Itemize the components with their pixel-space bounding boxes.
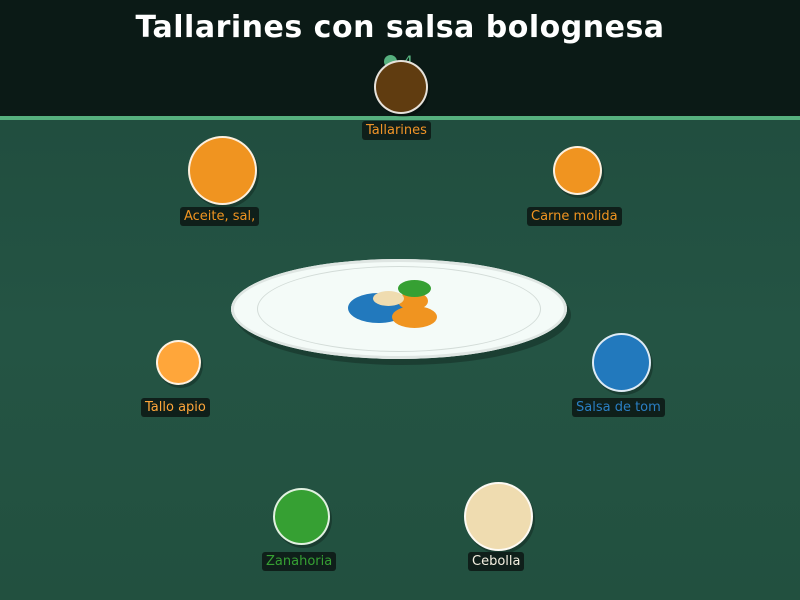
ingredient-label: Carne molida <box>527 207 622 226</box>
ingredient-ball[interactable] <box>273 488 330 545</box>
plate-food-carne-top <box>398 292 428 310</box>
ingredient-label: Zanahoria <box>262 552 337 571</box>
ingredient-label: Salsa de tom <box>572 398 665 417</box>
plate-food-carne <box>392 306 437 328</box>
ingredient-label: Tallarines <box>362 121 431 140</box>
plate-food-zanahoria <box>398 280 431 297</box>
game-title: Tallarines con salsa bolognesa <box>135 10 665 45</box>
ingredient-label: Cebolla <box>468 552 525 571</box>
plate-food-cebolla <box>373 291 404 306</box>
ingredient-ball[interactable] <box>188 136 257 205</box>
header-divider <box>0 116 800 120</box>
ingredient-ball[interactable] <box>374 60 428 114</box>
ingredient-ball[interactable] <box>156 340 201 385</box>
plate-rim <box>257 266 541 352</box>
ingredient-label: Aceite, sal, <box>180 207 260 226</box>
ingredient-label: Tallo apio <box>141 398 210 417</box>
ingredient-ball[interactable] <box>464 482 533 551</box>
ingredient-ball[interactable] <box>592 333 651 392</box>
ingredient-ball[interactable] <box>553 146 602 195</box>
